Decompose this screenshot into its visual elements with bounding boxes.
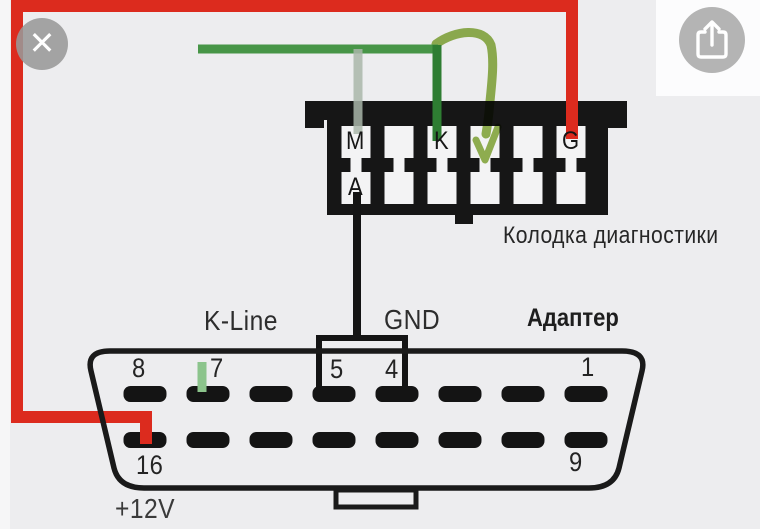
adapter-pin1-number: 1 [581,352,595,382]
annotation-arrow-curve [431,28,498,139]
adapter-pin7-number: 7 [210,353,224,383]
adapter-pin4-number: 4 [385,354,399,384]
kline-label: K-Line [204,305,278,336]
diagnostic-block-label: Колодка диагностики [503,222,719,249]
block-pin-m-label: M [346,127,365,155]
adapter-label: Адаптер [527,304,619,332]
close-icon: ✕ [28,25,56,61]
annotation-arrow-head [472,123,502,164]
block-pin-k-label: K [434,127,449,155]
gnd-pins-box [316,335,408,393]
share-button[interactable] [679,7,745,73]
adapter-pin8-number: 8 [132,353,146,383]
adapter-pin16-number: 16 [136,450,164,480]
share-arrow-up-icon [696,20,728,59]
adapter-pin9-number: 9 [569,447,583,477]
block-pin-a-label: A [348,173,363,201]
adapter-pin5-number: 5 [330,354,344,384]
block-pin-g-label: G [562,127,580,155]
obd-outline [87,348,646,491]
gnd-label: GND [384,304,441,335]
power-label: +12V [115,493,175,524]
background-left-strip [0,0,10,529]
obd-connector [87,348,646,510]
close-button[interactable]: ✕ [16,18,68,70]
